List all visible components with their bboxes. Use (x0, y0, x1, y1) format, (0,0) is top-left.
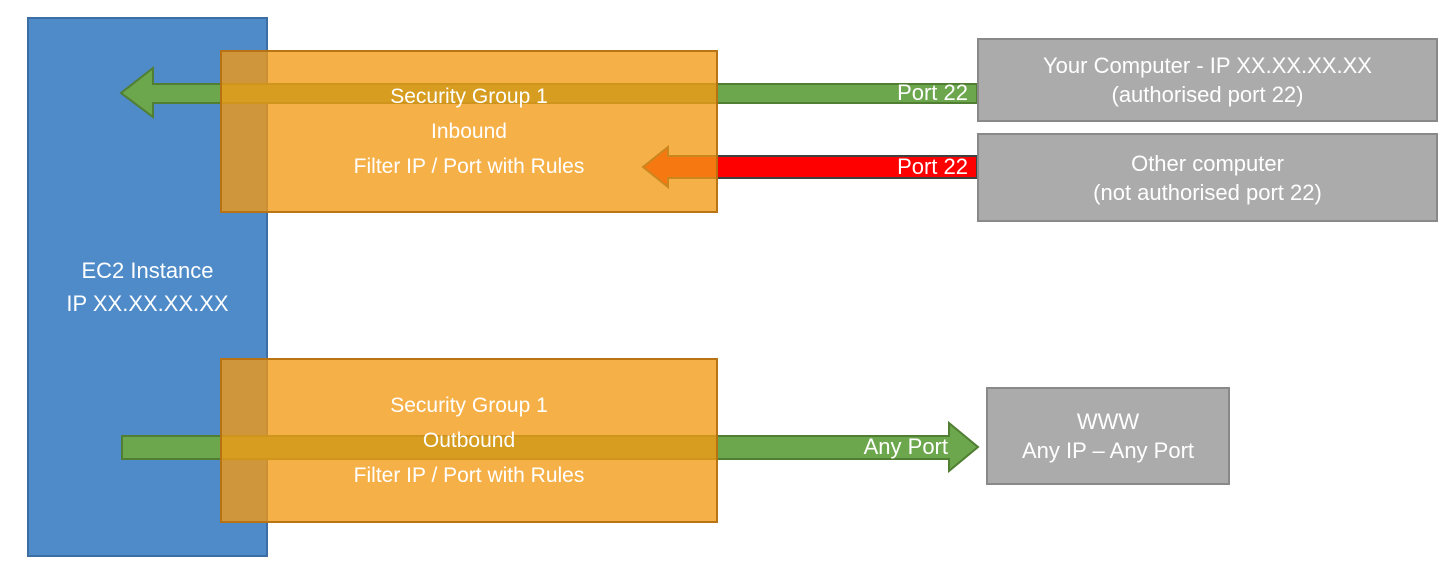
inbound-group-description: Filter IP / Port with Rules (353, 155, 585, 178)
www-box: WWW Any IP – Any Port (986, 387, 1230, 485)
inbound-blocked-port-label: Port 22 (897, 154, 968, 179)
outbound-group-description: Filter IP / Port with Rules (353, 464, 585, 487)
your-computer-title: Your Computer - IP XX.XX.XX.XX (1043, 53, 1372, 78)
security-group-inbound-box: Security Group 1 Inbound Filter IP / Por… (220, 50, 718, 213)
ec2-instance-title: EC2 Instance (81, 258, 214, 283)
security-group-outbound-box: Security Group 1 Outbound Filter IP / Po… (220, 358, 718, 523)
other-computer-title: Other computer (1131, 150, 1284, 176)
outbound-group-direction: Outbound (422, 429, 516, 452)
outbound-group-name: Security Group 1 (390, 394, 548, 417)
your-computer-box: Your Computer - IP XX.XX.XX.XX (authoris… (977, 38, 1438, 122)
your-computer-note: (authorised port 22) (1111, 82, 1304, 107)
ec2-instance-ip: IP XX.XX.XX.XX (66, 291, 229, 316)
inbound-allowed-port-label: Port 22 (897, 80, 968, 105)
www-title: WWW (1076, 409, 1140, 434)
www-note: Any IP – Any Port (1021, 438, 1195, 463)
inbound-group-direction: Inbound (431, 120, 507, 143)
other-computer-note: (not authorised port 22) (1093, 179, 1322, 205)
inbound-group-name: Security Group 1 (390, 85, 548, 108)
other-computer-box: Other computer (not authorised port 22) (977, 133, 1438, 222)
outbound-port-label: Any Port (863, 434, 948, 459)
